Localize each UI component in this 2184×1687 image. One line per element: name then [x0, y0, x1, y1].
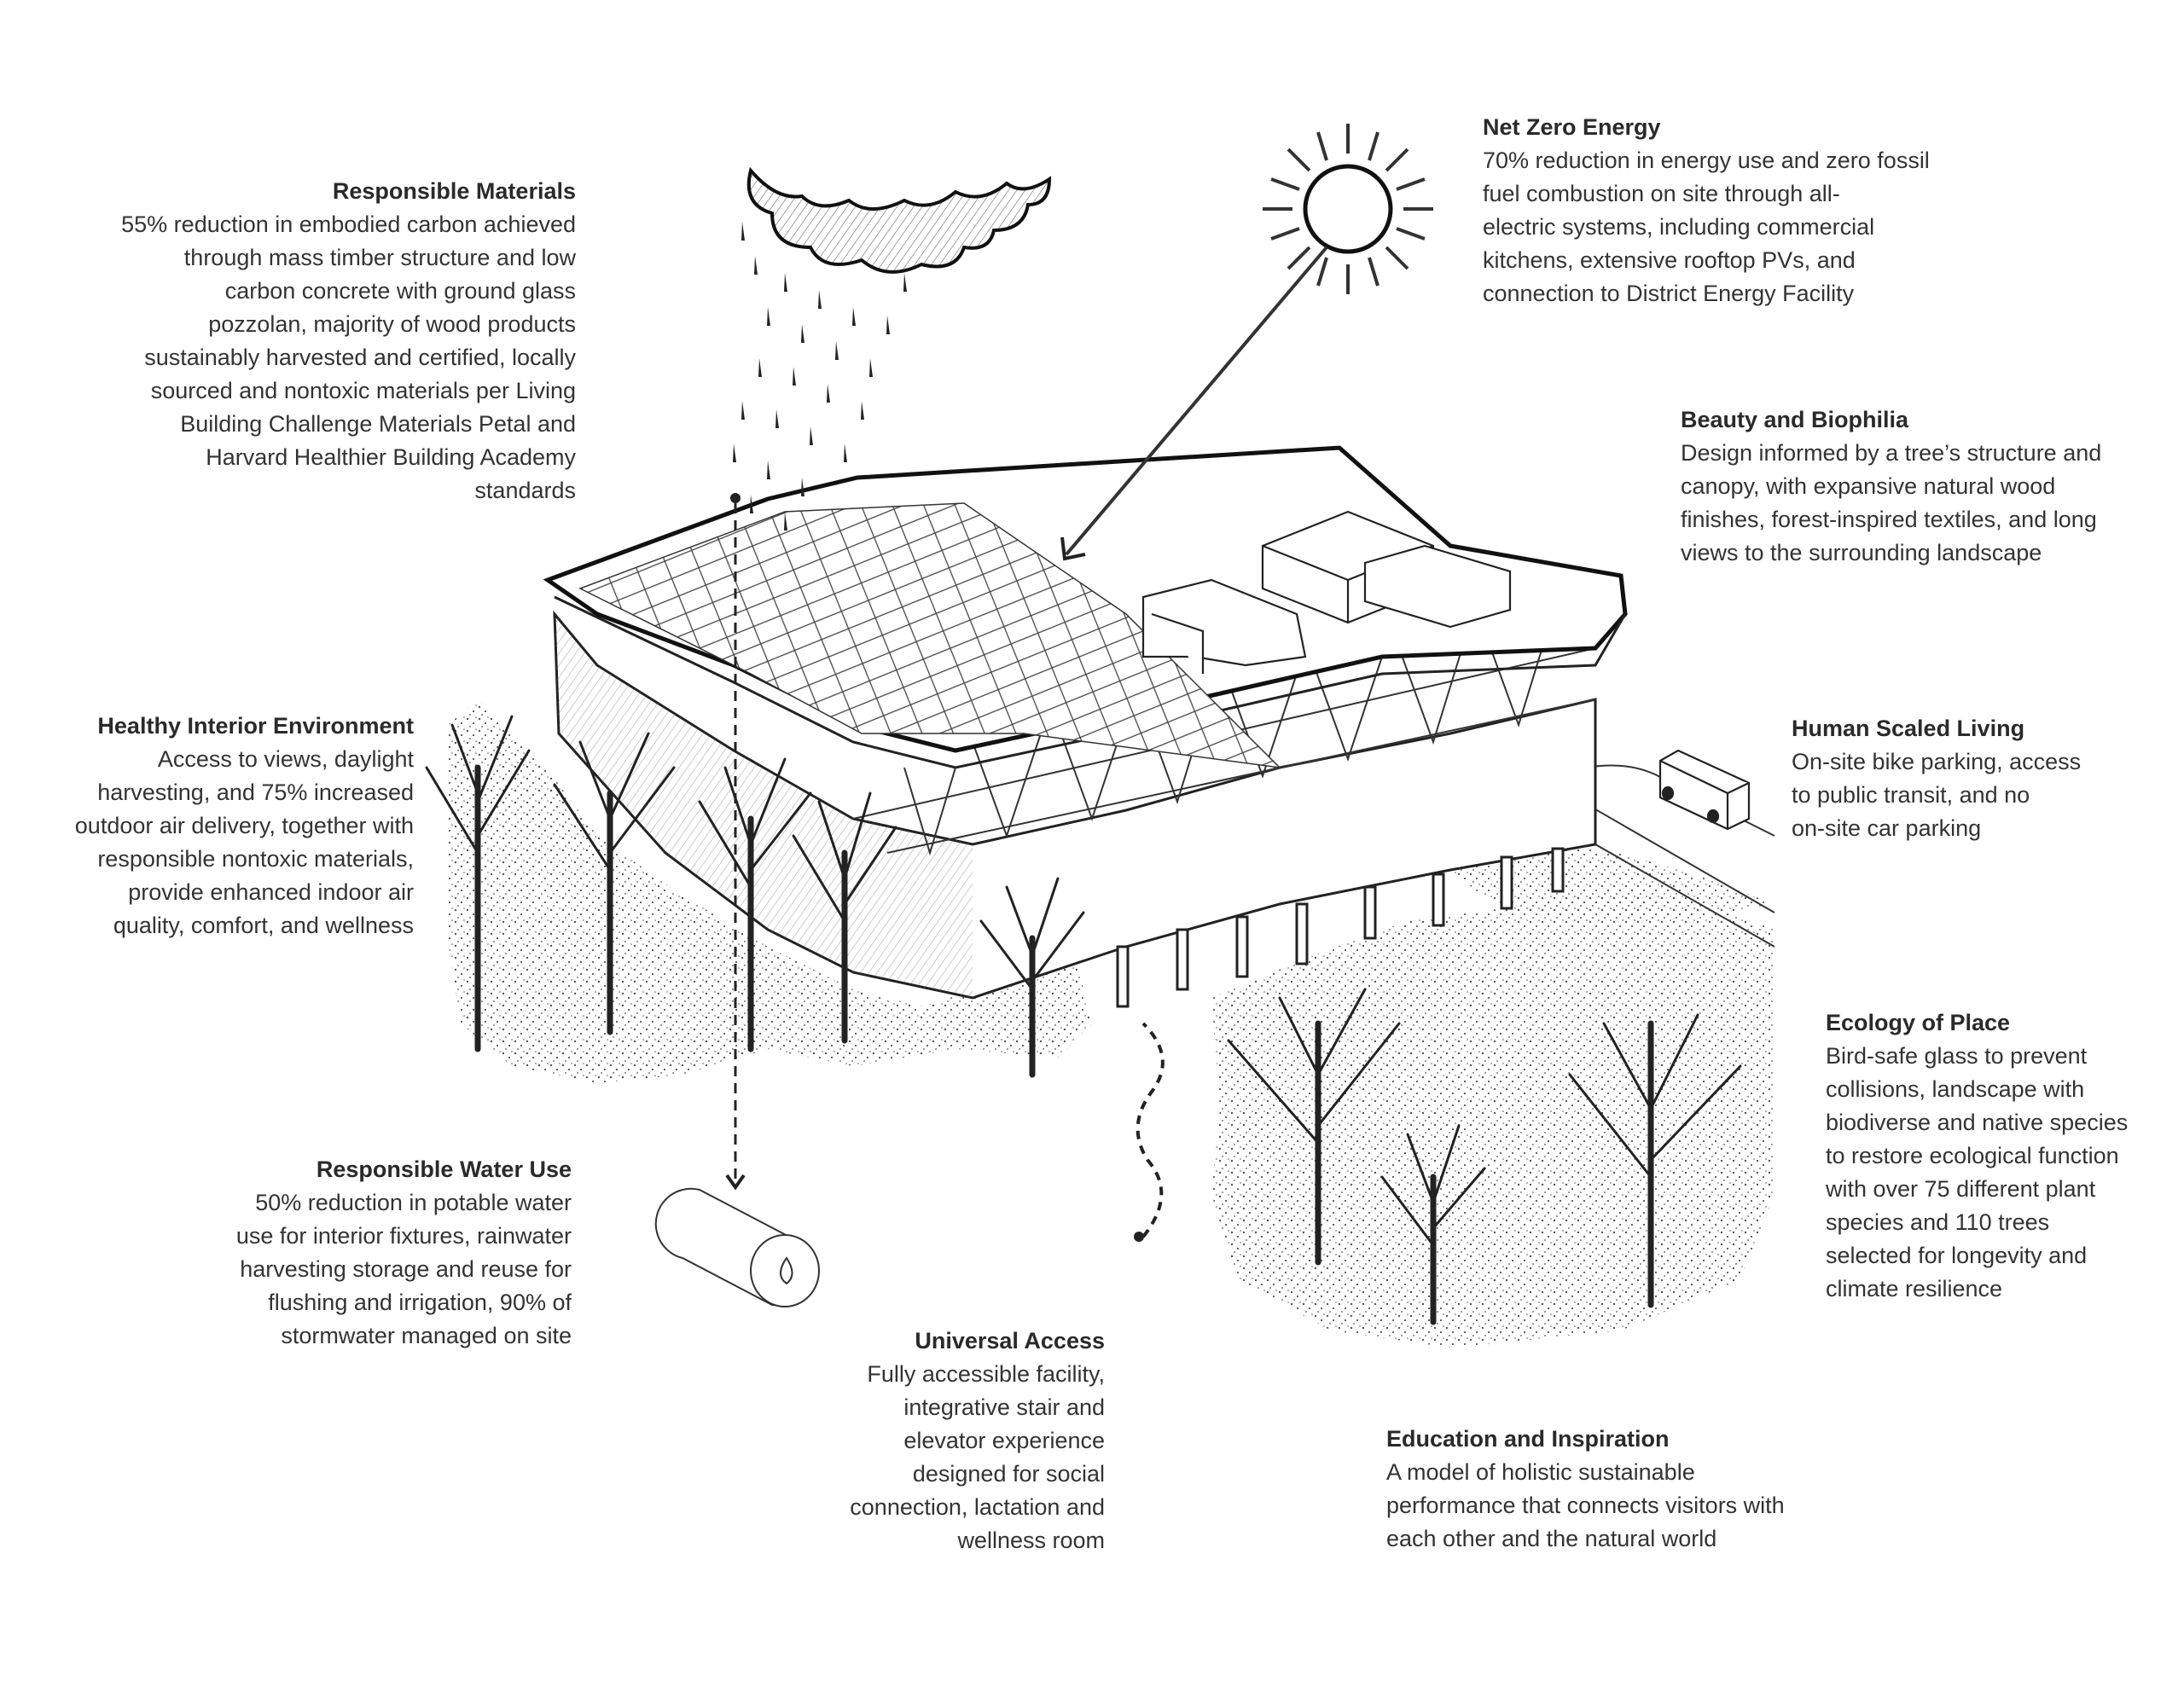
annotation-title: Education and Inspiration: [1386, 1426, 1670, 1452]
annotation-human-scaled-living: Human Scaled Living On-site bike parking…: [1792, 712, 2175, 845]
annotation-text: Fully accessible facility, integrative s…: [850, 1361, 1105, 1553]
annotation-responsible-water-use: Responsible Water Use 50% reduction in p…: [171, 1153, 572, 1353]
annotation-text: On-site bike parking, access to public t…: [1792, 749, 2082, 841]
building: [543, 445, 1628, 1008]
annotation-text: 70% reduction in energy use and zero fos…: [1483, 148, 1930, 306]
annotation-universal-access: Universal Access Fully accessible facili…: [802, 1325, 1105, 1557]
access-path: [1136, 1022, 1165, 1238]
annotation-text: Access to views, daylight harvesting, an…: [74, 746, 414, 938]
annotation-title: Net Zero Energy: [1483, 114, 1661, 140]
annotation-ecology-of-place: Ecology of Place Bird-safe glass to prev…: [1826, 1006, 2180, 1306]
bus-icon: [1658, 749, 1751, 831]
annotation-title: Ecology of Place: [1826, 1010, 2011, 1035]
annotation-net-zero-energy: Net Zero Energy 70% reduction in energy …: [1483, 111, 2029, 310]
annotation-text: Bird-safe glass to prevent collisions, l…: [1826, 1043, 2129, 1301]
annotation-text: A model of holistic sustainable performa…: [1386, 1459, 1785, 1551]
annotation-education-and-inspiration: Education and Inspiration A model of hol…: [1386, 1423, 1881, 1556]
annotation-title: Human Scaled Living: [1792, 716, 2025, 741]
annotation-text: Design informed by a tree’s structure an…: [1681, 440, 2102, 565]
annotation-title: Beauty and Biophilia: [1681, 407, 1909, 432]
trees: [425, 715, 1742, 1325]
annotation-title: Responsible Water Use: [316, 1157, 572, 1182]
annotation-title: Responsible Materials: [332, 178, 576, 204]
annotation-beauty-and-biophilia: Beauty and Biophilia Design informed by …: [1681, 403, 2175, 570]
annotation-text: 55% reduction in embodied carbon achieve…: [121, 212, 576, 503]
annotation-healthy-interior-environment: Healthy Interior Environment Access to v…: [9, 710, 414, 942]
water-cistern-icon: [654, 1187, 820, 1307]
annotation-title: Universal Access: [915, 1328, 1105, 1354]
sun-icon: [1060, 124, 1433, 561]
annotation-responsible-materials: Responsible Materials 55% reduction in e…: [51, 175, 576, 507]
rainwater-path: [725, 493, 746, 1191]
rain-drops: [733, 222, 907, 530]
annotation-title: Healthy Interior Environment: [97, 713, 414, 739]
annotation-text: 50% reduction in potable water use for i…: [235, 1190, 572, 1348]
rain-cloud-icon: [746, 166, 1052, 274]
